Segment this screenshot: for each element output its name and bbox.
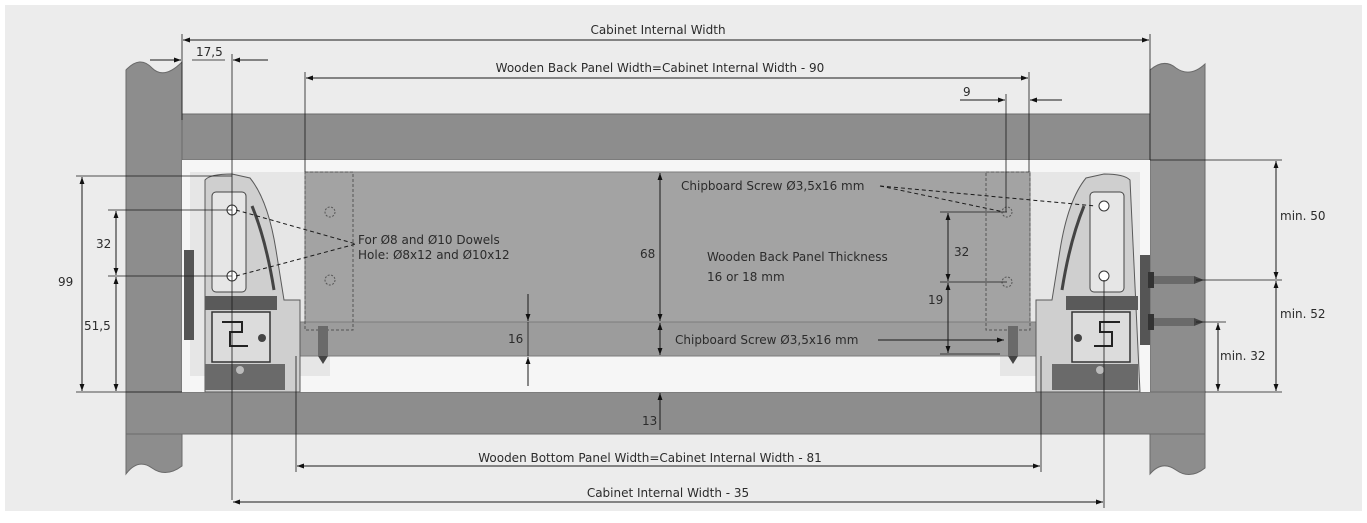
dowels-label-line1: For Ø8 and Ø10 Dowels — [358, 233, 500, 247]
left-dowel-hole-bottom — [324, 274, 336, 286]
left-cabinet-wall-lower — [125, 433, 183, 476]
left-wall-fixing — [184, 250, 194, 340]
dim-13-label: 13 — [642, 414, 657, 428]
cabinet-bottom-panel — [125, 391, 1206, 435]
dim-51-5-label: 51,5 — [84, 319, 111, 333]
left-cabinet-wall-upper — [125, 60, 183, 397]
cabinet-width-minus-35-label: Cabinet Internal Width - 35 — [587, 486, 749, 500]
bottom-panel-width-label: Wooden Bottom Panel Width=Cabinet Intern… — [478, 451, 822, 465]
min-32-label: min. 32 — [1220, 349, 1266, 363]
dim-9-label: 9 — [963, 85, 971, 99]
right-cabinet-wall-lower — [1149, 433, 1206, 476]
right-bracket-zone — [985, 171, 1031, 331]
min-52-label: min. 52 — [1280, 307, 1326, 321]
dim-68-label: 68 — [640, 247, 655, 261]
top-cabinet-rail — [181, 113, 1151, 161]
dim-99-label: 99 — [58, 275, 73, 289]
panel-thickness-line1: Wooden Back Panel Thickness — [707, 250, 888, 264]
left-dowel-hole-top — [324, 206, 336, 218]
bottom-screw-right — [1008, 326, 1018, 364]
bottom-screw-left — [318, 326, 328, 364]
right-wall-fixing — [1140, 255, 1150, 345]
right-cabinet-wall-upper — [1149, 62, 1206, 397]
dim-19-label: 19 — [928, 293, 943, 307]
panel-thickness-line2: 16 or 18 mm — [707, 270, 785, 284]
right-dowel-bottom-marker — [1098, 270, 1110, 282]
wooden-bottom-panel — [295, 321, 1042, 357]
right-dowel-top-marker — [1098, 200, 1110, 212]
dim-32-right-label: 32 — [954, 245, 969, 259]
left-bracket-zone — [304, 171, 354, 331]
min-50-label: min. 50 — [1280, 209, 1326, 223]
dim-17-5-label: 17,5 — [196, 45, 223, 59]
screw-top-label: Chipboard Screw Ø3,5x16 mm — [681, 179, 864, 193]
dowels-label-line2: Hole: Ø8x12 and Ø10x12 — [358, 248, 510, 262]
right-runner-assembly — [1035, 173, 1150, 393]
dim-16-label: 16 — [508, 332, 523, 346]
back-panel-width-label: Wooden Back Panel Width=Cabinet Internal… — [496, 61, 825, 75]
screw-bottom-label: Chipboard Screw Ø3,5x16 mm — [675, 333, 858, 347]
cabinet-internal-width-label: Cabinet Internal Width — [590, 23, 725, 37]
dim-32-left-label: 32 — [96, 237, 111, 251]
